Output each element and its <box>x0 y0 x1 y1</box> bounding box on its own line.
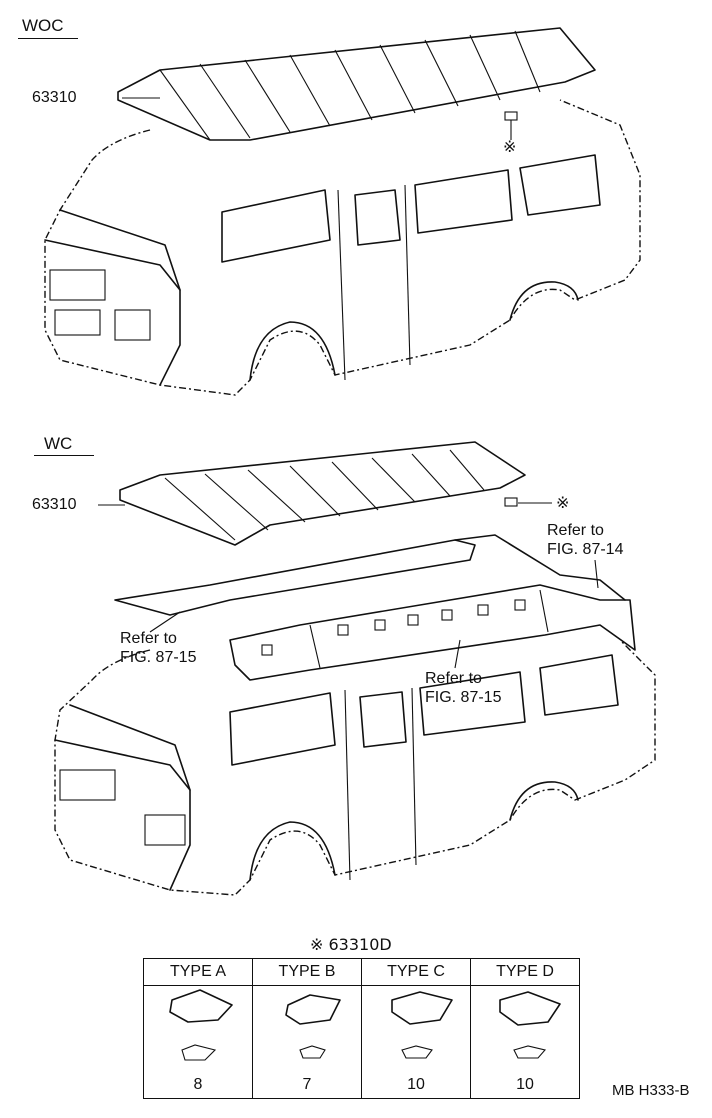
section-underline-wc <box>34 455 94 456</box>
ref-87-15-left-line2: FIG. 87-15 <box>120 649 197 666</box>
part-label-63310-wc: 63310 <box>32 496 77 513</box>
type-b-dimension: 7 <box>302 1076 312 1093</box>
type-d-header: TYPE D <box>470 958 580 986</box>
roof-panel-woc <box>117 27 596 141</box>
section-label-woc: WOC <box>22 16 64 35</box>
type-a-cell: 8 <box>143 985 253 1099</box>
part-label-63310-woc: 63310 <box>32 89 77 106</box>
type-d-dimension: 10 <box>516 1076 534 1093</box>
type-c-cell: 10 <box>361 985 471 1099</box>
types-table-title: ※ 63310D <box>310 935 392 954</box>
type-a-dimension: 8 <box>193 1076 203 1093</box>
type-c-dimension: 10 <box>407 1076 425 1093</box>
ref-87-15-left-line1: Refer to <box>120 630 177 647</box>
type-c-header: TYPE C <box>361 958 471 986</box>
roof-panel-wc <box>119 441 552 546</box>
ref-87-15-mid-line1: Refer to <box>425 670 482 687</box>
leader-ref-87-15-mid <box>454 639 461 669</box>
footer-code: MB H333-B <box>612 1082 690 1099</box>
van-wc-body <box>54 639 656 896</box>
ref-87-14-line2: FIG. 87-14 <box>547 541 624 558</box>
van-woc-body <box>44 99 641 396</box>
section-label-wc: WC <box>44 434 73 453</box>
type-d-cell: 10 <box>470 985 580 1099</box>
clip-types-table: TYPE A TYPE B TYPE C TYPE D 8 7 10 10 <box>143 958 580 1099</box>
leader-ref-87-14 <box>594 559 599 589</box>
type-b-header: TYPE B <box>252 958 362 986</box>
note-symbol-woc: ※ <box>503 137 517 156</box>
leader-ref-87-15-left <box>149 611 181 633</box>
type-a-header: TYPE A <box>143 958 253 986</box>
ref-87-14-line1: Refer to <box>547 522 604 539</box>
note-symbol-wc: ※ <box>556 493 570 512</box>
ref-87-15-mid-line2: FIG. 87-15 <box>425 689 502 706</box>
section-underline-woc <box>18 38 78 39</box>
type-b-cell: 7 <box>252 985 362 1099</box>
